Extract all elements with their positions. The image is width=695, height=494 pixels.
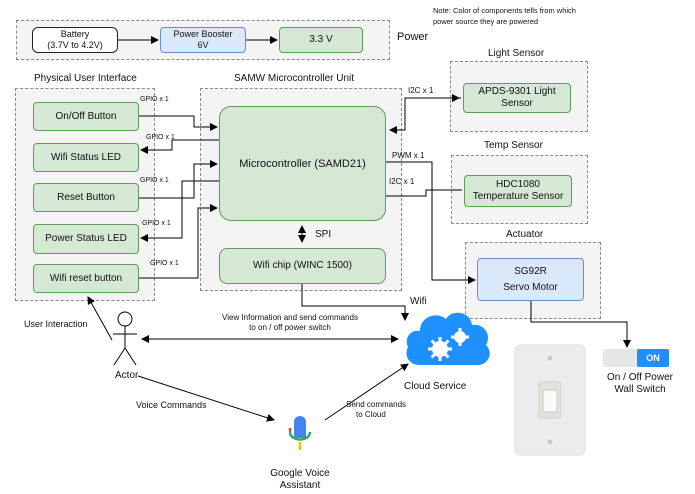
on-off-to-mcu-arrow [139,115,218,131]
cloud-service-icon [406,312,490,365]
pwm-to-servo-arrow [386,161,476,284]
wifi-chip-to-cloud-arrow [301,284,409,321]
wifi-status-led-label: Wifi Status LED [50,151,122,163]
wifi-status-led: Wifi Status LED [33,143,139,172]
wifi-chip-box: Wifi chip (WINC 1500) [219,248,386,284]
actor-to-google-arrow [137,375,275,422]
wifi-reset-to-mcu-arrow [139,204,218,279]
user-interaction-label: User Interaction [24,319,88,329]
servo-motor-box: SG92R Servo Motor [477,258,584,301]
servo-line2: Servo Motor [503,281,558,293]
gpio-label-3: GPIO x 1 [140,177,169,184]
on-off-button: On/Off Button [33,102,139,131]
note-line1: Note: Color of components tells from whi… [433,6,576,15]
i2c-temp-line [386,189,462,197]
light-sensor-title: Light Sensor [488,48,545,59]
microcontroller-box: Microcontroller (SAMD21) [219,106,386,221]
temp-sensor-line2: Temperature Sensor [472,191,564,202]
google-assistant-line1: Google Voice [270,468,330,479]
microphone-icon [288,416,312,450]
power-group-label: Power [397,31,429,43]
reset-button-label: Reset Button [57,191,115,203]
gpio-label-4: GPIO x 1 [142,220,171,227]
power-toggle-on: ON [637,349,669,367]
light-i2c-label: I2C x 1 [408,86,434,95]
wifi-reset-button: Wifi reset button [33,264,139,293]
reset-button: Reset Button [33,183,139,212]
battery-box: Battery(3.7V to 4.2V) [32,27,118,53]
mcu-title: SAMW Microcontroller Unit [234,73,355,84]
send-commands-line1: Send commands [346,400,407,409]
pwm-label: PWM x 1 [392,151,425,160]
battery-voltage: (3.7V to 4.2V) [47,40,103,50]
voice-commands-label: Voice Commands [136,400,207,410]
regulator-box: 3.3 V [279,27,363,53]
send-commands-line2: to Cloud [356,410,386,419]
temp-sensor-title: Temp Sensor [484,140,543,151]
wall-switch-picture [514,344,586,456]
actor-icon [113,311,137,366]
view-info-label-2: to on / off power switch [249,323,331,332]
microcontroller-label: Microcontroller (SAMD21) [239,157,366,170]
gpio-label-2: GPIO x 1 [146,134,175,141]
power-booster-label: Power Booster [173,29,233,39]
light-to-mcu-arrow [389,97,461,134]
on-off-button-label: On/Off Button [55,110,117,122]
actuator-title: Actuator [506,229,544,240]
cloud-service-label: Cloud Service [404,381,467,392]
google-assistant-line2: Assistant [279,480,321,491]
spi-label: SPI [315,229,332,240]
actor-to-pui-arrow [87,296,113,341]
regulator-label: 3.3 V [309,34,333,45]
light-sensor-line1: APDS-9301 Light [478,86,556,97]
pui-title: Physical User Interface [34,73,137,84]
google-to-cloud-arrow [324,363,409,421]
wifi-label: Wifi [410,296,427,307]
gpio-label-5: GPIO x 1 [150,260,179,267]
servo-to-switch-arrow [530,301,631,348]
temp-sensor-line1: HDC1080 [496,179,540,190]
wall-switch-label-2: Wall Switch [614,384,666,395]
mcu-to-wifi-led-arrow [140,139,219,154]
wifi-reset-button-label: Wifi reset button [49,272,123,284]
power-toggle: ON [603,349,669,367]
note-line2: power source they are powered [433,17,539,26]
power-booster-voltage: 6V [197,40,209,50]
servo-line1: SG92R [514,265,547,277]
light-sensor-line2: Sensor [501,98,533,109]
battery-label: Battery [60,29,90,39]
temp-i2c-label: I2C x 1 [389,177,415,186]
actor-label: Actor [115,370,139,381]
power-status-led-label: Power Status LED [45,233,127,244]
power-status-led: Power Status LED [33,224,139,254]
wifi-chip-label: Wifi chip (WINC 1500) [253,260,352,271]
view-info-label-1: View Information and send commands [222,313,358,322]
wall-switch-label-1: On / Off Power [607,372,673,383]
mcu-to-power-led-arrow [140,180,219,242]
gpio-label-1: GPIO x 1 [140,96,169,103]
mcu-to-light-arrow [390,94,460,131]
